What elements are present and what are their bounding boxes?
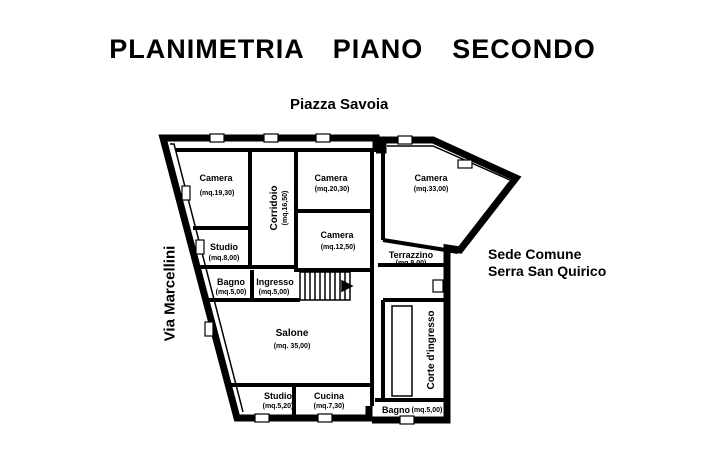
outer-walls: [158, 134, 522, 424]
room-camera-3-area: (mq.33,00): [414, 186, 449, 193]
room-studio-2-name: Studio: [264, 391, 292, 401]
neighbor-label-line1: Sede Comune: [488, 246, 582, 262]
street-label-north: Piazza Savoia: [290, 96, 389, 113]
room-terrazzino-area: (mq.8,00): [396, 260, 427, 267]
room-camera-3-name: Camera: [414, 173, 448, 183]
room-studio-2-area: (mq.5,20): [263, 403, 294, 410]
room-bagno-1-area: (mq.5,00): [216, 289, 247, 296]
plan-title: PLANIMETRIA PIANO SECONDO: [109, 34, 596, 64]
room-bagno-2-area: (mq.5,00): [412, 407, 443, 414]
room-salone-name: Salone: [276, 328, 309, 339]
outer-wall-main: [158, 134, 380, 422]
room-corridoio-name: Corridoio: [269, 186, 280, 231]
room-ingresso-area: (mq.5,00): [259, 289, 290, 296]
room-camera-4-name: Camera: [320, 230, 354, 240]
room-labels: Camera (mq.19,30) Corridoio (mq.16,50) C…: [199, 173, 448, 415]
room-camera-2-name: Camera: [314, 173, 348, 183]
interior-walls: [176, 148, 459, 418]
room-camera-4-area: (mq.12,50): [321, 244, 356, 251]
room-ingresso-name: Ingresso: [256, 277, 294, 287]
room-bagno-2-name: Bagno: [382, 405, 411, 415]
room-camera-1-name: Camera: [199, 173, 233, 183]
room-corte-ingresso-name: Corte d'ingresso: [426, 310, 437, 389]
room-cucina-name: Cucina: [314, 391, 345, 401]
courtyard-inner: [391, 305, 413, 397]
neighbor-label-line2: Serra San Quirico: [488, 263, 607, 279]
room-studio-1-area: (mq.8,00): [209, 255, 240, 262]
staircase: [299, 271, 354, 301]
windows: [181, 133, 473, 425]
outer-wall-east-wing: [372, 136, 522, 424]
room-salone-area: (mq. 35,00): [274, 343, 311, 350]
room-bagno-1-name: Bagno: [217, 277, 246, 287]
room-cucina-area: (mq.7,30): [314, 403, 345, 410]
room-studio-1-name: Studio: [210, 242, 238, 252]
room-terrazzino-name: Terrazzino: [389, 250, 434, 260]
room-camera-1-area: (mq.19,30): [200, 190, 235, 197]
room-corridoio-area: (mq.16,50): [282, 191, 289, 226]
room-camera-2-area: (mq.20,30): [315, 186, 350, 193]
